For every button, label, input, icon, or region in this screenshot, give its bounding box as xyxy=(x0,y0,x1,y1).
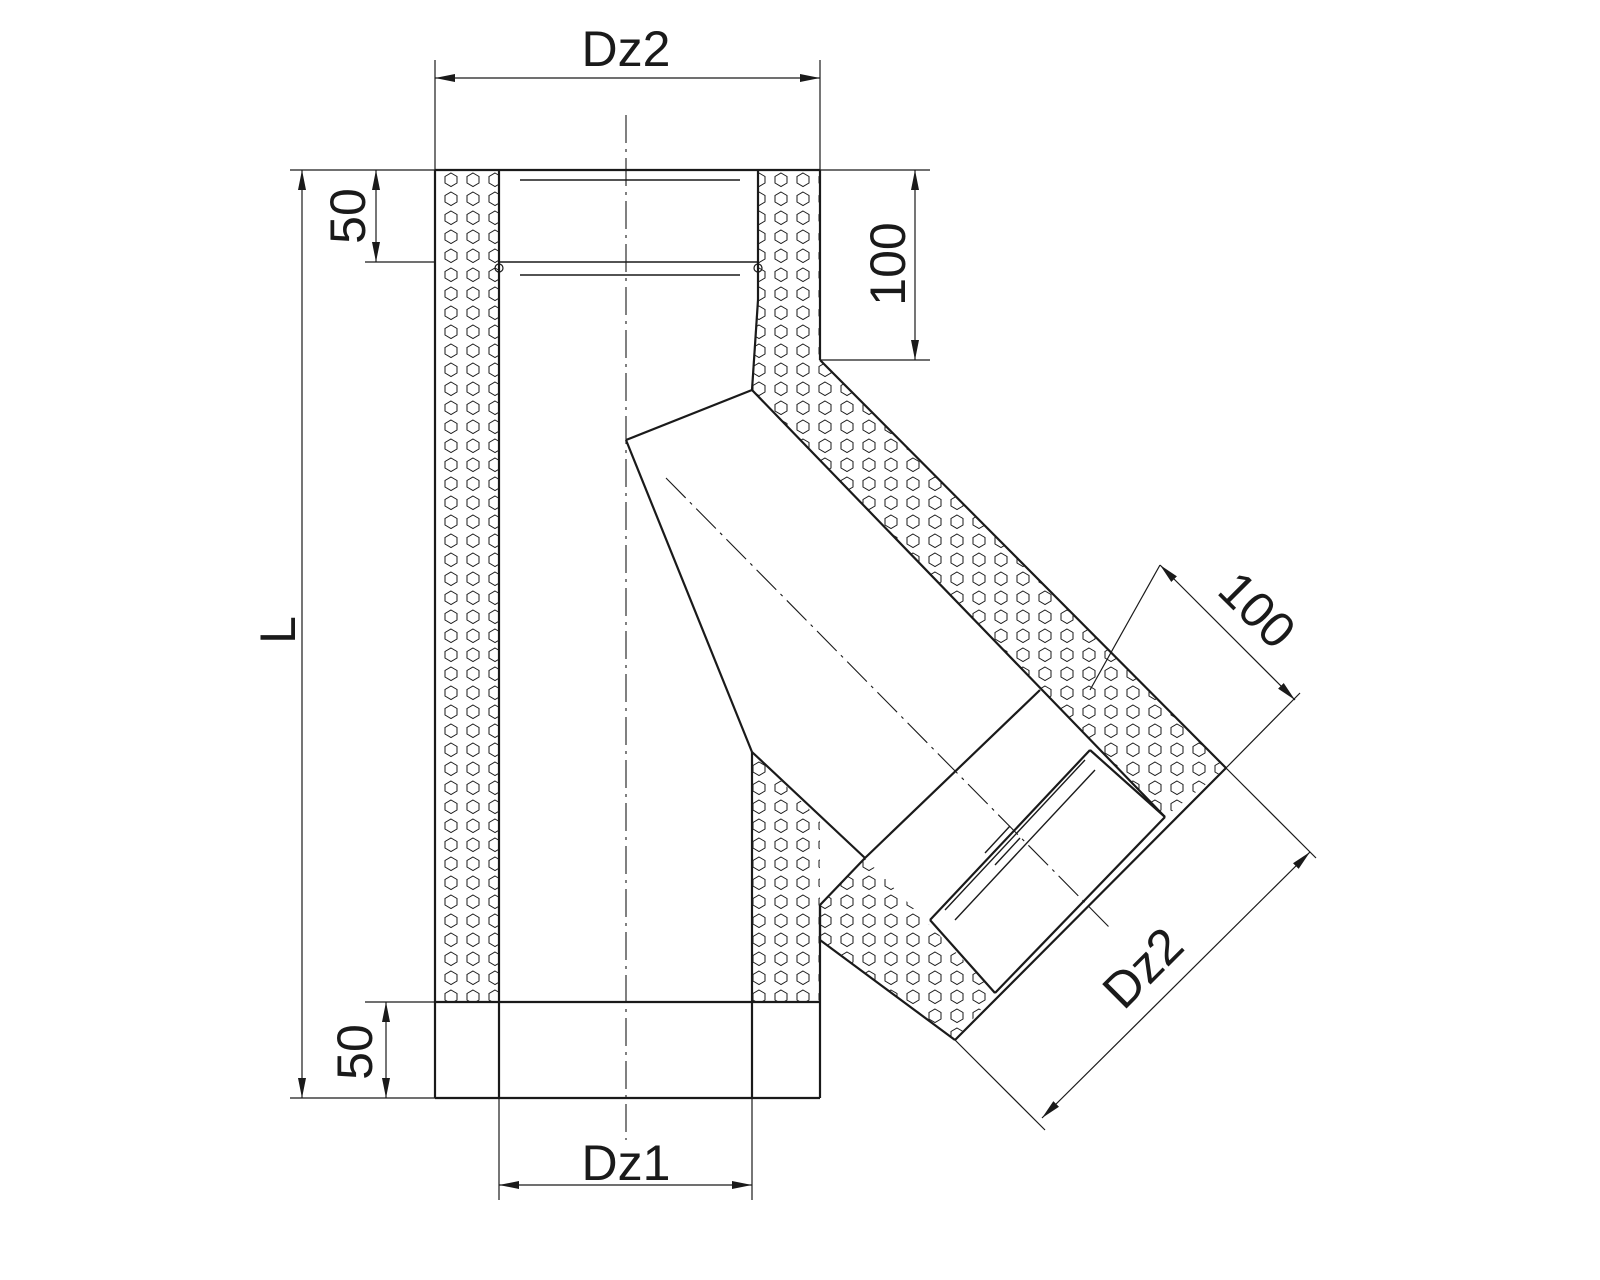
branch-axis-centerline xyxy=(665,477,1111,929)
branch-offset-label: 100 xyxy=(1208,561,1307,660)
top-socket-label: 50 xyxy=(320,188,376,244)
top-diameter-label: Dz2 xyxy=(582,21,671,77)
branch-diameter-label: Dz2 xyxy=(1092,917,1194,1019)
right-upper-insulation xyxy=(752,170,1226,817)
bottom-socket-label: 50 xyxy=(327,1024,383,1080)
right-lower-insulation xyxy=(752,752,820,1002)
main-pipe xyxy=(433,168,822,1100)
top-offset-label: 100 xyxy=(860,222,916,305)
branch-lower-insulation xyxy=(820,858,995,1040)
bottom-diameter-label: Dz1 xyxy=(582,1135,671,1191)
left-insulation xyxy=(435,170,499,1002)
dimensions xyxy=(290,60,1317,1200)
insulation-layer xyxy=(435,170,1226,1040)
length-label: L xyxy=(250,616,306,644)
